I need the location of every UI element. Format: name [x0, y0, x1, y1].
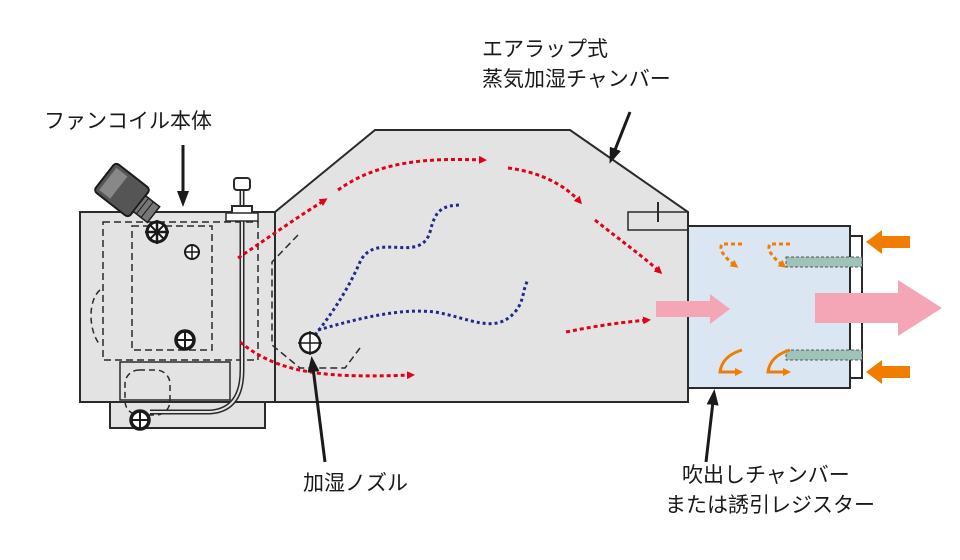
vapor-plume-2 [317, 279, 530, 332]
supply-arrow-inner [656, 294, 730, 324]
fan-coil-motor-box [131, 225, 213, 351]
supply-air-arrows [656, 230, 942, 384]
label-outlet-line1: 吹出しチャンバー [682, 463, 850, 487]
humidification-chamber [271, 129, 689, 403]
induction-slot-bottom [785, 349, 863, 361]
supply-arrow-outlet [815, 280, 942, 336]
air-flow-arrow-4 [594, 218, 663, 275]
fan-coil-casing [79, 211, 276, 403]
induction-slot-top [785, 256, 863, 268]
air-flow-arrow-2 [337, 155, 487, 192]
chamber-body [274, 129, 689, 403]
induced-hook-1 [719, 242, 742, 268]
air-flow-arrow-3 [507, 166, 582, 205]
humidification-nozzle [298, 331, 322, 355]
motor-actuator [94, 162, 161, 224]
pipe-top-valve [233, 177, 251, 191]
leader-nozzle [307, 356, 327, 463]
fan-coil-inner-frame [102, 221, 259, 361]
nozzle-guard [271, 234, 361, 369]
label-chamber-line2: 蒸気加湿チャンバー [482, 67, 671, 91]
label-fan-coil: ファンコイル本体 [44, 109, 212, 133]
drain-trap [124, 369, 171, 416]
induced-hook-4 [766, 348, 791, 376]
fan-coil-unit [79, 162, 276, 431]
vapor-plumes [313, 203, 530, 336]
drain-box [119, 361, 231, 401]
induced-air-arrow-top [866, 230, 910, 254]
induced-air-arrow-bottom [866, 360, 910, 384]
fan-coil-dashed-curve [90, 289, 101, 346]
label-outlet-line2: または誘引レジスター [665, 493, 875, 517]
leader-chamber [609, 111, 632, 164]
fan-rotor-symbol [145, 220, 169, 244]
steam-pipe-inner [150, 190, 243, 413]
air-flow-arrow-1 [237, 198, 328, 260]
vapor-plume-1 [313, 203, 463, 336]
valve-port-symbol [174, 329, 196, 351]
leader-lines [177, 111, 719, 463]
drain-valve-symbol [129, 409, 151, 431]
pipe-fitting-cap [225, 212, 259, 222]
induced-hook-3 [718, 348, 743, 376]
induced-hook-2 [767, 242, 790, 268]
label-nozzle: 加湿ノズル [303, 471, 408, 495]
air-flow-arrow-5 [565, 316, 651, 334]
label-chamber-line1: エアラップ式 [482, 37, 608, 61]
induced-flow-hooks [718, 242, 791, 376]
sensor-port-symbol [184, 244, 200, 260]
leader-outlet [704, 389, 719, 463]
